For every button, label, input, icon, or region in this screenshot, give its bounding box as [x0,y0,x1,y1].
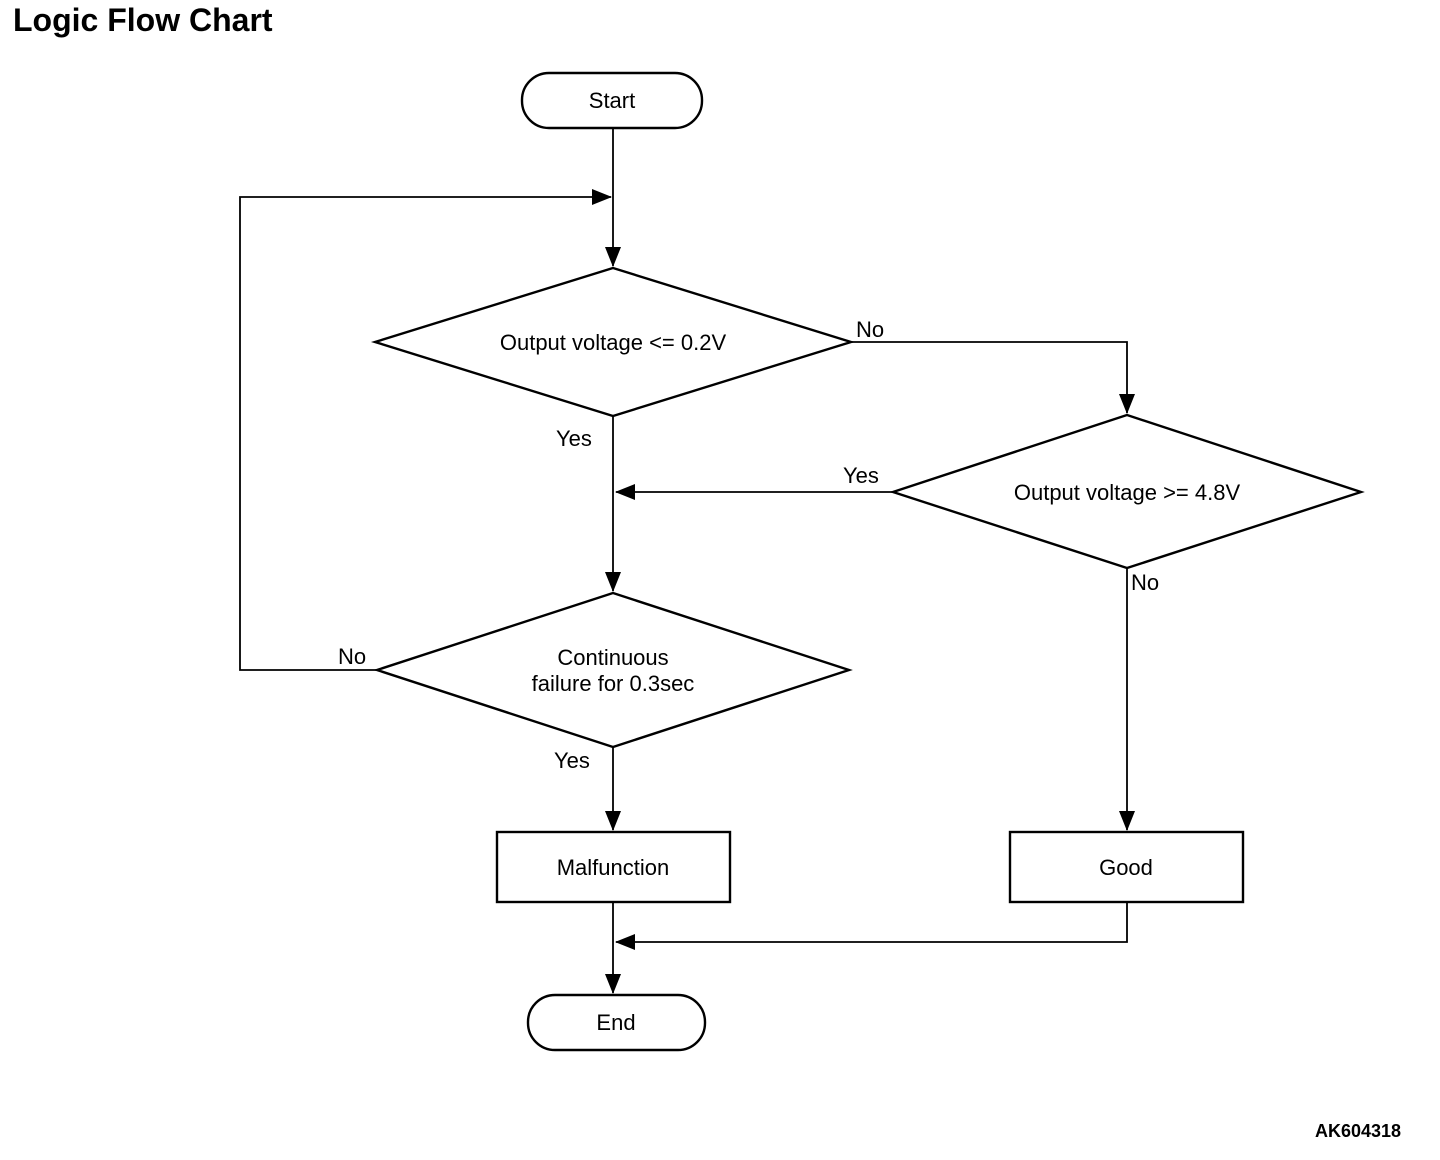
node-good [1008,830,1245,904]
edge-label-continuous-no: No [338,644,366,669]
edge-continuous-no-loopback [239,189,612,671]
node-malfunction-label: Malfunction [557,855,670,880]
node-decision-continuous-label-line2: failure for 0.3sec [532,671,695,696]
edge-label-output-high-yes: Yes [843,463,879,488]
node-decision-output-high-label: Output voltage >= 4.8V [1014,480,1241,505]
node-end-label: End [596,1010,635,1035]
edge-label-output-low-no: No [856,317,884,342]
node-start-label: Start [589,88,635,113]
node-decision-output-low-label: Output voltage <= 0.2V [500,330,727,355]
node-decision-output-low [370,266,856,418]
edge-output-low-no [851,341,1135,414]
node-decision-output-high [889,413,1365,570]
edge-label-output-high-no: No [1131,570,1159,595]
figure-code: AK604318 [1315,1121,1402,1141]
edge-good-to-end [615,902,1128,950]
edge-label-continuous-yes: Yes [554,748,590,773]
node-malfunction [495,830,732,904]
node-good-label: Good [1099,855,1153,880]
page-title: Logic Flow Chart [13,2,273,38]
edge-label-output-low-yes: Yes [556,426,592,451]
node-decision-continuous-failure [373,591,853,749]
node-end [526,993,707,1052]
node-decision-continuous-label-line1: Continuous [557,645,668,670]
node-start [520,71,704,130]
